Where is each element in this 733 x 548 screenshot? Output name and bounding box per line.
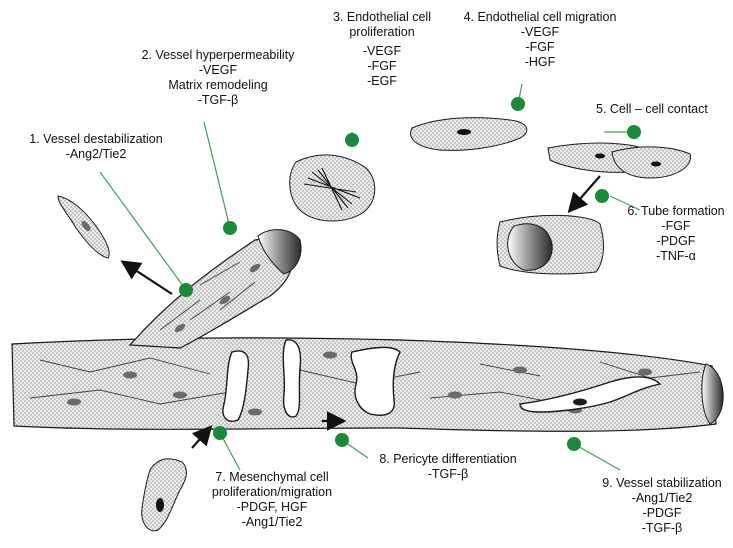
step-3-label: 3. Endothelial cell proliferation -VEGF … xyxy=(312,10,452,89)
marker-step-7 xyxy=(213,426,227,440)
step-1-label: 1. Vessel destabilization -Ang2/Tie2 xyxy=(6,132,186,162)
step-title: 2. Vessel hyperpermeability xyxy=(118,48,318,63)
factor: -VEGF xyxy=(118,63,318,78)
factor: -Ang1/Tie2 xyxy=(592,491,732,506)
pericyte-nucleus xyxy=(573,399,587,406)
step-title: proliferation/migration xyxy=(192,485,352,500)
factor: -PDGF, HGF xyxy=(192,500,352,515)
marker-step-9 xyxy=(567,437,581,451)
step-5-label: 5. Cell – cell contact xyxy=(596,102,726,117)
step-7-label: 7. Mesenchymal cell proliferation/migrat… xyxy=(192,470,352,530)
migrating-cell xyxy=(411,118,527,151)
factor: -PDGF xyxy=(620,234,732,249)
step-6-label: 6. Tube formation -FGF -PDGF -TNF-α xyxy=(620,204,732,264)
factor: -VEGF xyxy=(440,25,640,40)
step-title: 4. Endothelial cell migration xyxy=(440,10,640,25)
step-title: 7. Mesenchymal cell xyxy=(192,470,352,485)
marker-step-3 xyxy=(345,133,359,147)
factor: -TGF-β xyxy=(358,467,538,482)
mesenchymal-cell xyxy=(142,459,187,531)
marker-step-2 xyxy=(223,221,237,235)
step-title: 1. Vessel destabilization xyxy=(6,132,186,147)
step-title: 9. Vessel stabilization xyxy=(592,476,732,491)
step-4-label: 4. Endothelial cell migration -VEGF -FGF… xyxy=(440,10,640,70)
factor: -EGF xyxy=(312,74,452,89)
step-title: 8. Pericyte differentiation xyxy=(358,452,538,467)
dividing-cell xyxy=(290,155,375,221)
contact-cells xyxy=(548,143,691,178)
step-subtitle: Matrix remodeling xyxy=(118,78,318,93)
factor: -HGF xyxy=(440,55,640,70)
step-title: 6. Tube formation xyxy=(620,204,732,219)
marker-step-4 xyxy=(511,97,525,111)
factor: -TGF-β xyxy=(592,521,732,536)
marker-step-1 xyxy=(179,283,193,297)
step-title: 5. Cell – cell contact xyxy=(596,102,726,117)
factor: -PDGF xyxy=(592,506,732,521)
factor: -FGF xyxy=(620,219,732,234)
step-9-label: 9. Vessel stabilization -Ang1/Tie2 -PDGF… xyxy=(592,476,732,536)
marker-step-8 xyxy=(335,433,349,447)
factor: -VEGF xyxy=(312,44,452,59)
step-title: 3. Endothelial cell xyxy=(312,10,452,25)
step-8-label: 8. Pericyte differentiation -TGF-β xyxy=(358,452,538,482)
factor: -TGF-β xyxy=(118,93,318,108)
factor: -TNF-α xyxy=(620,249,732,264)
marker-step-5 xyxy=(627,125,641,139)
factor: -Ang2/Tie2 xyxy=(6,147,186,162)
factor: -Ang1/Tie2 xyxy=(192,515,352,530)
factor: -FGF xyxy=(312,59,452,74)
factor: -FGF xyxy=(440,40,640,55)
step-2-label: 2. Vessel hyperpermeability -VEGF Matrix… xyxy=(118,48,318,108)
marker-step-6 xyxy=(595,189,609,203)
step-title: proliferation xyxy=(312,25,452,40)
tube-cells xyxy=(497,215,603,274)
